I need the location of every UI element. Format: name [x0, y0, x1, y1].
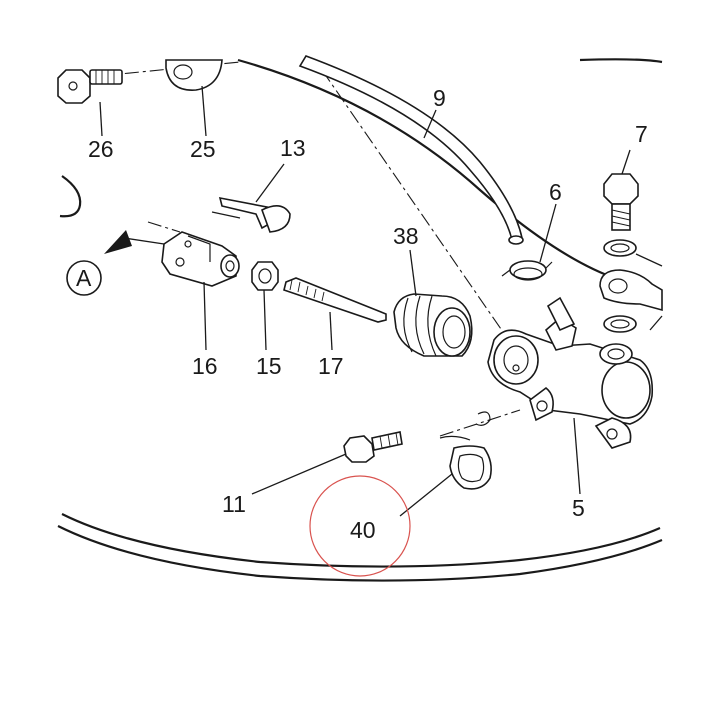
- part-9-hose: [298, 55, 524, 245]
- part-7-bolt: [599, 173, 663, 333]
- reference-arrow: [66, 230, 165, 296]
- part-26-bolt: [57, 69, 123, 104]
- label-7: 7: [635, 121, 648, 147]
- part-13-clip: [211, 196, 291, 233]
- part-17-pushrod: [283, 277, 387, 323]
- label-25: 25: [190, 136, 216, 162]
- label-5: 5: [572, 495, 585, 521]
- part-6-clamp: [501, 260, 553, 281]
- label-26: 26: [88, 136, 114, 162]
- part-11-bolt: [343, 431, 403, 463]
- reference-view-label: A: [76, 265, 92, 291]
- part-38-boot: [393, 293, 473, 357]
- part-5-master-cylinder: [487, 296, 654, 449]
- housing-outline: [57, 58, 663, 582]
- leader-lines: [99, 85, 631, 517]
- part-labels: 26 25 9 7 13 6 38 16 15 17 11 40 5 A: [76, 85, 648, 543]
- label-40: 40: [350, 517, 376, 543]
- label-16: 16: [192, 353, 218, 379]
- part-40-clip: [439, 411, 492, 490]
- highlight-circle-40: [309, 475, 411, 577]
- label-6: 6: [549, 179, 562, 205]
- part-15-nut: [251, 261, 279, 291]
- label-11: 11: [222, 491, 246, 517]
- label-38: 38: [393, 223, 419, 249]
- part-25-mount: [165, 59, 223, 91]
- part-16-clevis: [161, 231, 240, 287]
- label-9: 9: [433, 85, 446, 111]
- label-13: 13: [280, 135, 306, 161]
- label-17: 17: [318, 353, 344, 379]
- label-15: 15: [256, 353, 282, 379]
